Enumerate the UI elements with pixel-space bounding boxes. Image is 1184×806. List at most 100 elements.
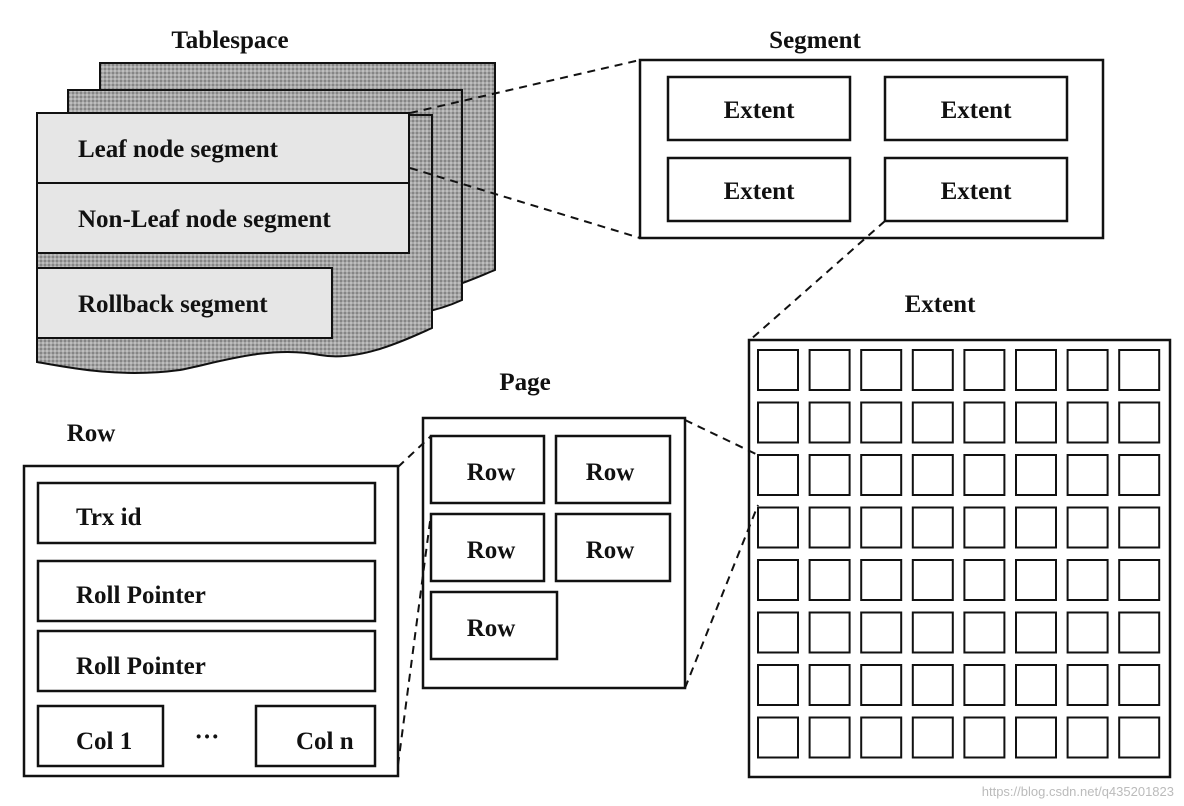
page-title: Page — [499, 369, 550, 396]
tablespace-title: Tablespace — [171, 27, 288, 54]
extent-page-cell — [963, 664, 1006, 706]
page-row-4 — [554, 512, 672, 583]
connector-row-page-bottom — [397, 513, 432, 766]
page-row-2-label: Row — [586, 459, 635, 486]
extent-page-cell — [911, 664, 954, 706]
watermark-text: https://blog.csdn.net/q435201823 — [982, 784, 1174, 799]
extent-page-cell — [1118, 506, 1161, 549]
connector-page-extent-top — [684, 419, 759, 456]
extent-page-cell — [1118, 716, 1161, 759]
extent-page-cell — [911, 611, 954, 654]
page-row-5-label: Row — [467, 615, 516, 642]
row-field-roll-pointer-2 — [36, 629, 377, 693]
extent-page-cell — [1015, 716, 1057, 759]
non-leaf-node-segment — [36, 182, 410, 254]
extent-page-cell — [1118, 454, 1161, 496]
extent-page-cell — [808, 664, 851, 706]
extent-page-cell — [963, 349, 1006, 391]
extent-page-cell — [808, 716, 851, 759]
connector-tablespace-segment-top — [409, 59, 641, 114]
leaf-node-segment — [36, 112, 410, 184]
row-field-trx-id-label: Trx id — [76, 504, 142, 531]
extent-page-cell — [1066, 664, 1109, 706]
extent-page-cell — [860, 454, 903, 496]
extent-page-cell — [963, 611, 1006, 654]
extent-page-cell — [757, 716, 799, 759]
extent-page-cell — [757, 664, 799, 706]
extent-page-cell — [1015, 611, 1057, 654]
extent-page-cell — [1015, 664, 1057, 706]
extent-page-cell — [963, 401, 1006, 444]
extent-page-cell — [1015, 559, 1057, 601]
segment-extent-2-label: Extent — [941, 97, 1013, 124]
extent-page-cell — [1118, 664, 1161, 706]
extent-page-cell — [860, 559, 903, 601]
page-row-2 — [554, 434, 672, 505]
page-row-1-label: Row — [467, 459, 516, 486]
row-field-roll-pointer-1-label: Roll Pointer — [76, 582, 206, 609]
segment-title: Segment — [769, 27, 861, 54]
extent-page-cell — [757, 454, 799, 496]
connector-row-page-top — [397, 435, 432, 468]
extent-page-cell — [757, 559, 799, 601]
extent-page-cell — [757, 506, 799, 549]
extent-page-cell — [911, 401, 954, 444]
extent-page-cell — [808, 349, 851, 391]
extent-page-cell — [1066, 611, 1109, 654]
row-field-roll-pointer-1 — [36, 559, 377, 623]
extent-page-cell — [860, 349, 903, 391]
page-row-3 — [429, 512, 546, 583]
extent-page-cell — [1066, 349, 1109, 391]
extent-page-cell — [1118, 611, 1161, 654]
extent-page-cell — [860, 664, 903, 706]
page-row-1 — [429, 434, 546, 505]
segment-extent-4 — [883, 156, 1069, 223]
page-row-3-label: Row — [467, 537, 516, 564]
tablespace-stack: Leaf node segment Non-Leaf node segment … — [36, 62, 496, 374]
extent-page-cell — [1066, 559, 1109, 601]
extent-page-cell — [808, 454, 851, 496]
row-title: Row — [67, 420, 116, 447]
leaf-node-segment-label: Leaf node segment — [78, 136, 279, 163]
extent-page-cell — [1066, 454, 1109, 496]
extent-page-cell — [911, 716, 954, 759]
extent-page-cell — [963, 716, 1006, 759]
extent-page-cell — [808, 611, 851, 654]
rollback-segment — [36, 267, 333, 339]
extent-page-cell — [911, 506, 954, 549]
extent-page-cell — [911, 349, 954, 391]
extent-page-cell — [963, 454, 1006, 496]
segment-extent-1-label: Extent — [724, 97, 796, 124]
extent-page-cell — [1066, 716, 1109, 759]
extent-page-cell — [963, 559, 1006, 601]
extent-page-cell — [1118, 559, 1161, 601]
extent-page-cell — [860, 401, 903, 444]
segment-extent-2 — [883, 75, 1069, 142]
extent-page-cell — [808, 506, 851, 549]
extent-page-cell — [1015, 401, 1057, 444]
segment-extent-1 — [666, 75, 852, 142]
extent-page-cell — [808, 401, 851, 444]
extent-page-cell — [1118, 349, 1161, 391]
row-box: Trx id Roll Pointer Roll Pointer Col 1 ·… — [22, 464, 400, 778]
connector-tablespace-segment-bottom — [409, 167, 641, 239]
non-leaf-node-segment-label: Non-Leaf node segment — [78, 206, 331, 233]
row-col-first — [36, 704, 165, 768]
page-row-5 — [429, 590, 559, 661]
segment-extent-4-label: Extent — [941, 178, 1013, 205]
extent-page-cell — [1118, 401, 1161, 444]
connector-page-extent-bottom — [684, 504, 759, 689]
extent-page-cell — [860, 506, 903, 549]
extent-page-cell — [757, 349, 799, 391]
extent-page-cell — [808, 559, 851, 601]
extent-page-cell — [757, 611, 799, 654]
row-field-roll-pointer-2-label: Roll Pointer — [76, 653, 206, 680]
extent-page-cell — [860, 611, 903, 654]
extent-title: Extent — [905, 291, 977, 318]
row-col-last — [254, 704, 377, 768]
segment-box: Extent Extent Extent Extent — [638, 58, 1105, 240]
row-col-last-label: Col n — [296, 728, 354, 755]
row-field-trx-id — [36, 481, 377, 545]
extent-page-cell — [1015, 349, 1057, 391]
extent-page-grid — [757, 349, 1161, 759]
